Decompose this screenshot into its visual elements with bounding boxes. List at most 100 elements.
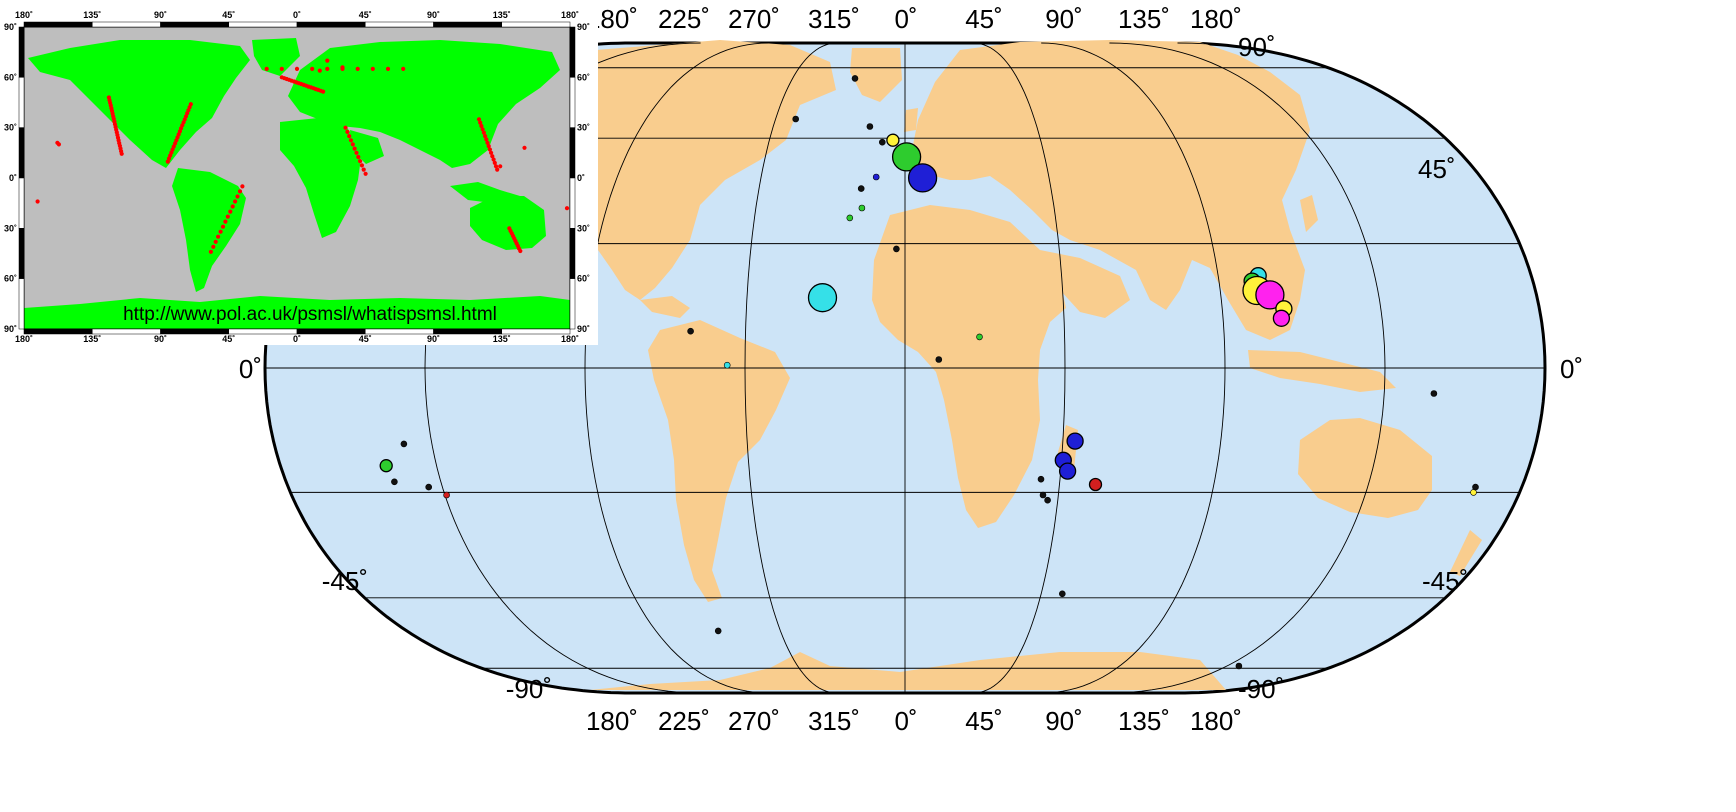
inset-right-lat-label: 60˚ (577, 72, 590, 82)
inset-tick-bar (569, 127, 576, 179)
inset-station-dot (321, 89, 326, 94)
inset-top-lon-label: 45˚ (222, 10, 235, 20)
meridian-line (1177, 42, 1546, 694)
station-marker (1059, 590, 1066, 598)
inset-top-lon-label: 135˚ (493, 10, 511, 20)
inset-station-dot (347, 134, 352, 139)
station-marker (866, 123, 874, 130)
inset-tick-bar (569, 228, 576, 279)
inset-station-dot (340, 65, 345, 70)
inset-tick-bar (18, 177, 25, 229)
top-lon-label: 90˚ (1045, 4, 1083, 34)
station-marker (687, 327, 694, 335)
inset-station-dot (119, 151, 124, 156)
inset-tick-bar (296, 328, 366, 335)
inset-station-dot (211, 244, 216, 249)
inset-land-antarctica (24, 296, 570, 329)
inset-bottom-lon-label: 180˚ (15, 334, 33, 344)
top-lon-label: 270˚ (728, 4, 780, 34)
bottom-lon-label: 315˚ (808, 706, 860, 736)
inset-station-dot (359, 163, 364, 168)
inset-station-dot (35, 199, 40, 204)
inset-station-dot (216, 234, 221, 239)
inset-left-lat-label: 90˚ (4, 22, 17, 32)
inset-top-lon-label: 135˚ (83, 10, 101, 20)
station-marker (858, 204, 866, 212)
inset-station-dot (481, 130, 486, 135)
station-marker (1272, 309, 1291, 327)
station-marker (379, 459, 393, 473)
inset-station-dot (518, 248, 523, 254)
inset-tick-bar (92, 21, 161, 28)
land-japan (1300, 195, 1318, 232)
inset-right-lat-label: 90˚ (577, 324, 590, 334)
inset-tick-bar (501, 21, 571, 28)
station-marker (1037, 475, 1045, 483)
inset-top-lon-label: 180˚ (561, 10, 579, 20)
inset-station-dot (264, 66, 269, 71)
inset-station-dot (478, 120, 483, 125)
left-lat-label: 0˚ (239, 354, 262, 384)
inset-axis-labels: 180˚135˚90˚45˚0˚45˚90˚135˚180˚180˚135˚90… (4, 10, 590, 344)
inset-land-australia (470, 196, 546, 250)
inset-station-dot (564, 206, 570, 211)
inset-right-lat-label: 30˚ (577, 223, 590, 233)
inset-station-dot (279, 66, 284, 71)
inset-station-dot (483, 134, 488, 139)
inset-land-north-america (28, 40, 250, 168)
station-marker (807, 283, 838, 313)
inset-tick-bar (160, 21, 229, 28)
inset-top-lon-label: 90˚ (154, 10, 167, 20)
station-marker (851, 75, 859, 82)
station-marker (1235, 662, 1243, 670)
top-lon-label: 315˚ (808, 4, 860, 34)
inset-right-lat-label: 90˚ (577, 22, 590, 32)
inset-station-dot (487, 147, 492, 152)
inset-station-dot (230, 204, 235, 209)
inset-station-dot (489, 150, 494, 155)
station-marker (1088, 477, 1103, 492)
inset-station-dot (350, 142, 355, 147)
inset-bottom-lon-label: 45˚ (359, 334, 372, 344)
station-marker (723, 361, 731, 369)
station-marker (1066, 432, 1084, 450)
inset-station-dot (498, 164, 503, 169)
inset-station-dot (294, 66, 300, 71)
inset-tick-bar (92, 328, 161, 335)
inset-tick-bar (433, 328, 502, 335)
inset-station-dot (480, 127, 485, 132)
station-marker (893, 245, 900, 253)
land-arabia (1040, 250, 1130, 318)
station-marker (1430, 390, 1438, 397)
inset-stations (35, 58, 570, 254)
inset-station-dot (495, 167, 500, 172)
inset-tick-bar (433, 21, 502, 28)
station-marker (1472, 483, 1479, 491)
station-marker (792, 115, 800, 123)
inset-tick-bar (18, 77, 25, 128)
inset-land-south-america (172, 168, 246, 292)
inset-station-dot (492, 160, 497, 165)
station-marker (907, 163, 938, 193)
inset-tick-bar (365, 21, 434, 28)
inset-source-url: http://www.pol.ac.uk/psmsl/whatispsmsl.h… (123, 304, 497, 325)
right-lat-label: 0˚ (1560, 354, 1583, 384)
inset-land-eurasia (288, 40, 560, 168)
inset-station-dot (485, 140, 490, 145)
right-lat-label: -90˚ (1238, 674, 1284, 704)
top-lon-label: 180˚ (1190, 4, 1242, 34)
inset-station-dot (356, 154, 361, 160)
inset-land-africa (280, 118, 362, 238)
inset-station-dot (354, 150, 359, 155)
inset-tick-bar (569, 278, 576, 330)
inset-bottom-lon-label: 90˚ (154, 334, 167, 344)
inset-tick-bar (23, 21, 93, 28)
station-marker (846, 214, 854, 222)
inset-station-dot (401, 66, 406, 71)
station-marker (1255, 280, 1285, 310)
land-south-america (648, 320, 790, 602)
land-indonesia (1248, 350, 1396, 392)
station-marker (400, 440, 408, 448)
inset-top-lon-label: 90˚ (427, 10, 440, 20)
inset-tick-bar (228, 328, 298, 335)
